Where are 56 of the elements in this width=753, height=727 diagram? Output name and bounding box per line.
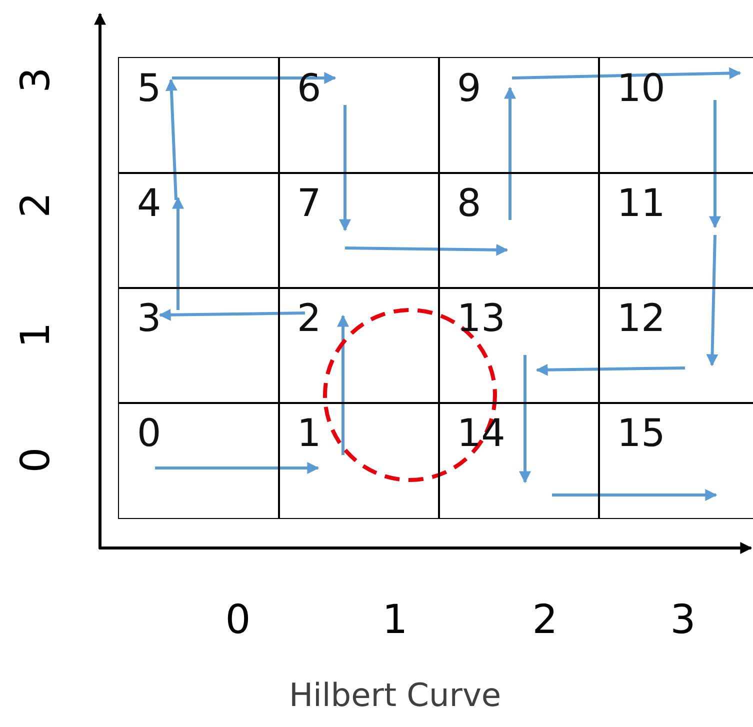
arrow (158, 308, 306, 321)
grid-cell (598, 402, 753, 518)
grid-cell (598, 57, 753, 174)
grid-cell (118, 287, 280, 404)
arrow (337, 314, 349, 455)
cell-number: 1 (297, 411, 322, 457)
grid-cell (278, 172, 440, 288)
y-axis-label: 1 (16, 322, 56, 348)
arrow (504, 86, 516, 220)
arrow (512, 67, 742, 80)
arrow (165, 78, 178, 200)
grid-cell (278, 287, 440, 404)
arrow (519, 355, 531, 484)
arrow (344, 244, 508, 256)
arrow (709, 100, 721, 228)
x-axis-label: 3 (670, 600, 696, 640)
arrow (536, 364, 686, 376)
cell-number: 8 (457, 181, 482, 227)
cell-number: 12 (617, 296, 666, 342)
arrow (339, 105, 351, 232)
grid-cell (118, 172, 280, 288)
x-axis-label: 2 (532, 600, 558, 640)
arrow (172, 72, 336, 84)
x-axis-label: 1 (382, 600, 408, 640)
grid-cell (118, 57, 280, 174)
y-axis-label: 2 (16, 192, 56, 218)
cell-number: 0 (137, 411, 162, 457)
cell-number: 10 (617, 66, 666, 112)
arrow (706, 234, 718, 366)
cell-number: 6 (297, 66, 322, 112)
cell-number: 5 (137, 66, 162, 112)
grid-cell (438, 402, 600, 518)
cell-number: 13 (457, 296, 506, 342)
y-axis-label: 0 (16, 447, 56, 473)
cell-number: 3 (137, 296, 162, 342)
cell-number: 15 (617, 411, 666, 457)
y-axis-label: 3 (16, 67, 56, 93)
grid-cell (598, 172, 753, 288)
caption: Hilbert Curve (288, 676, 502, 714)
grid-cell (278, 57, 440, 174)
arrow (155, 462, 320, 474)
cell-number: 2 (297, 296, 322, 342)
cell-number: 11 (617, 181, 666, 227)
grid-cell (438, 287, 600, 404)
arrow (552, 489, 718, 501)
grid-cell (438, 172, 600, 288)
cell-number: 9 (457, 66, 482, 112)
grid-cell (598, 287, 753, 404)
arrow (172, 196, 184, 310)
grid-cell (278, 402, 440, 518)
cell-number: 4 (137, 181, 162, 227)
grid-cell (438, 57, 600, 174)
cell-number: 14 (457, 411, 506, 457)
grid-cell (118, 402, 280, 518)
x-axis-label: 0 (225, 600, 251, 640)
cell-number: 7 (297, 181, 322, 227)
